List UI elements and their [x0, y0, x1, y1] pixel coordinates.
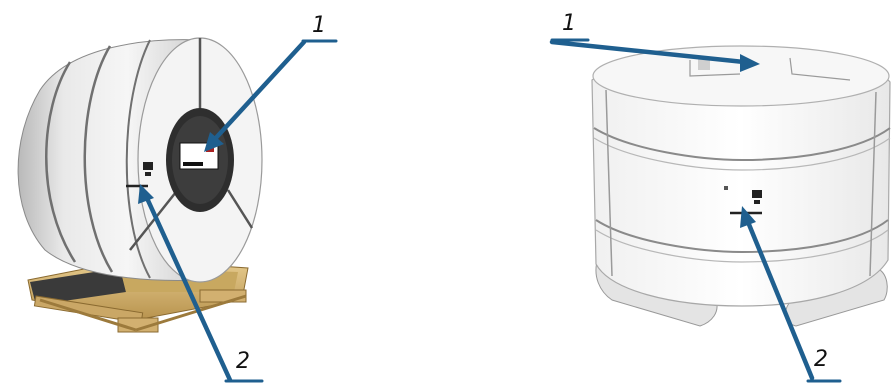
right-panel-wrapped-coil: 1 2	[552, 11, 890, 381]
steel-coil	[18, 38, 262, 282]
callout-number-2-left: 2	[236, 349, 250, 374]
callout-number-2-right: 2	[814, 347, 828, 372]
callout-number-1-left: 1	[312, 13, 326, 38]
left-panel-coil: 1 2	[18, 13, 336, 381]
callout-number-1-right: 1	[562, 11, 576, 36]
